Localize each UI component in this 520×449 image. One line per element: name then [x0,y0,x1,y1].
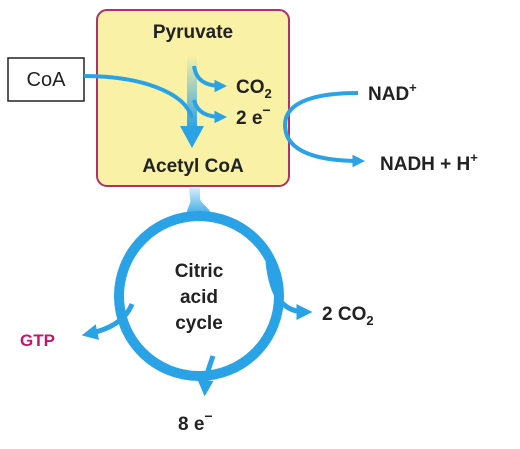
gtp-arrow [81,302,135,340]
two-e-label: 2 e− [236,102,271,129]
coa-box [7,57,85,102]
citric-label-line3: cycle [175,313,223,334]
pyruvate-arrow-shaft [187,56,197,128]
citric-label-line2: acid [180,287,218,308]
two-e-arrow [192,99,228,124]
acetyl-coa-label: Acetyl CoA [142,156,244,177]
nad-to-nadh-arrow [282,91,366,168]
citric-label-line1: Citric [175,261,224,282]
co2-label: CO2 [236,77,272,101]
coa-label: CoA [27,69,67,91]
eight-e-arrow [197,355,216,397]
nad-label: NAD+ [368,80,417,105]
pyruvate-arrow-head [180,126,204,148]
co2-arrow [192,65,228,93]
gtp-label: GTP [20,331,55,350]
pyruvate-label: Pyruvate [153,22,233,43]
nadh-label: NADH + H+ [380,150,478,175]
two-co2-arrow [265,261,313,320]
two-co2-label: 2 CO2 [322,304,374,328]
eight-e-label: 8 e− [178,408,213,435]
acetyl-to-cycle-connector [186,186,212,218]
coa-arrow [83,74,194,119]
